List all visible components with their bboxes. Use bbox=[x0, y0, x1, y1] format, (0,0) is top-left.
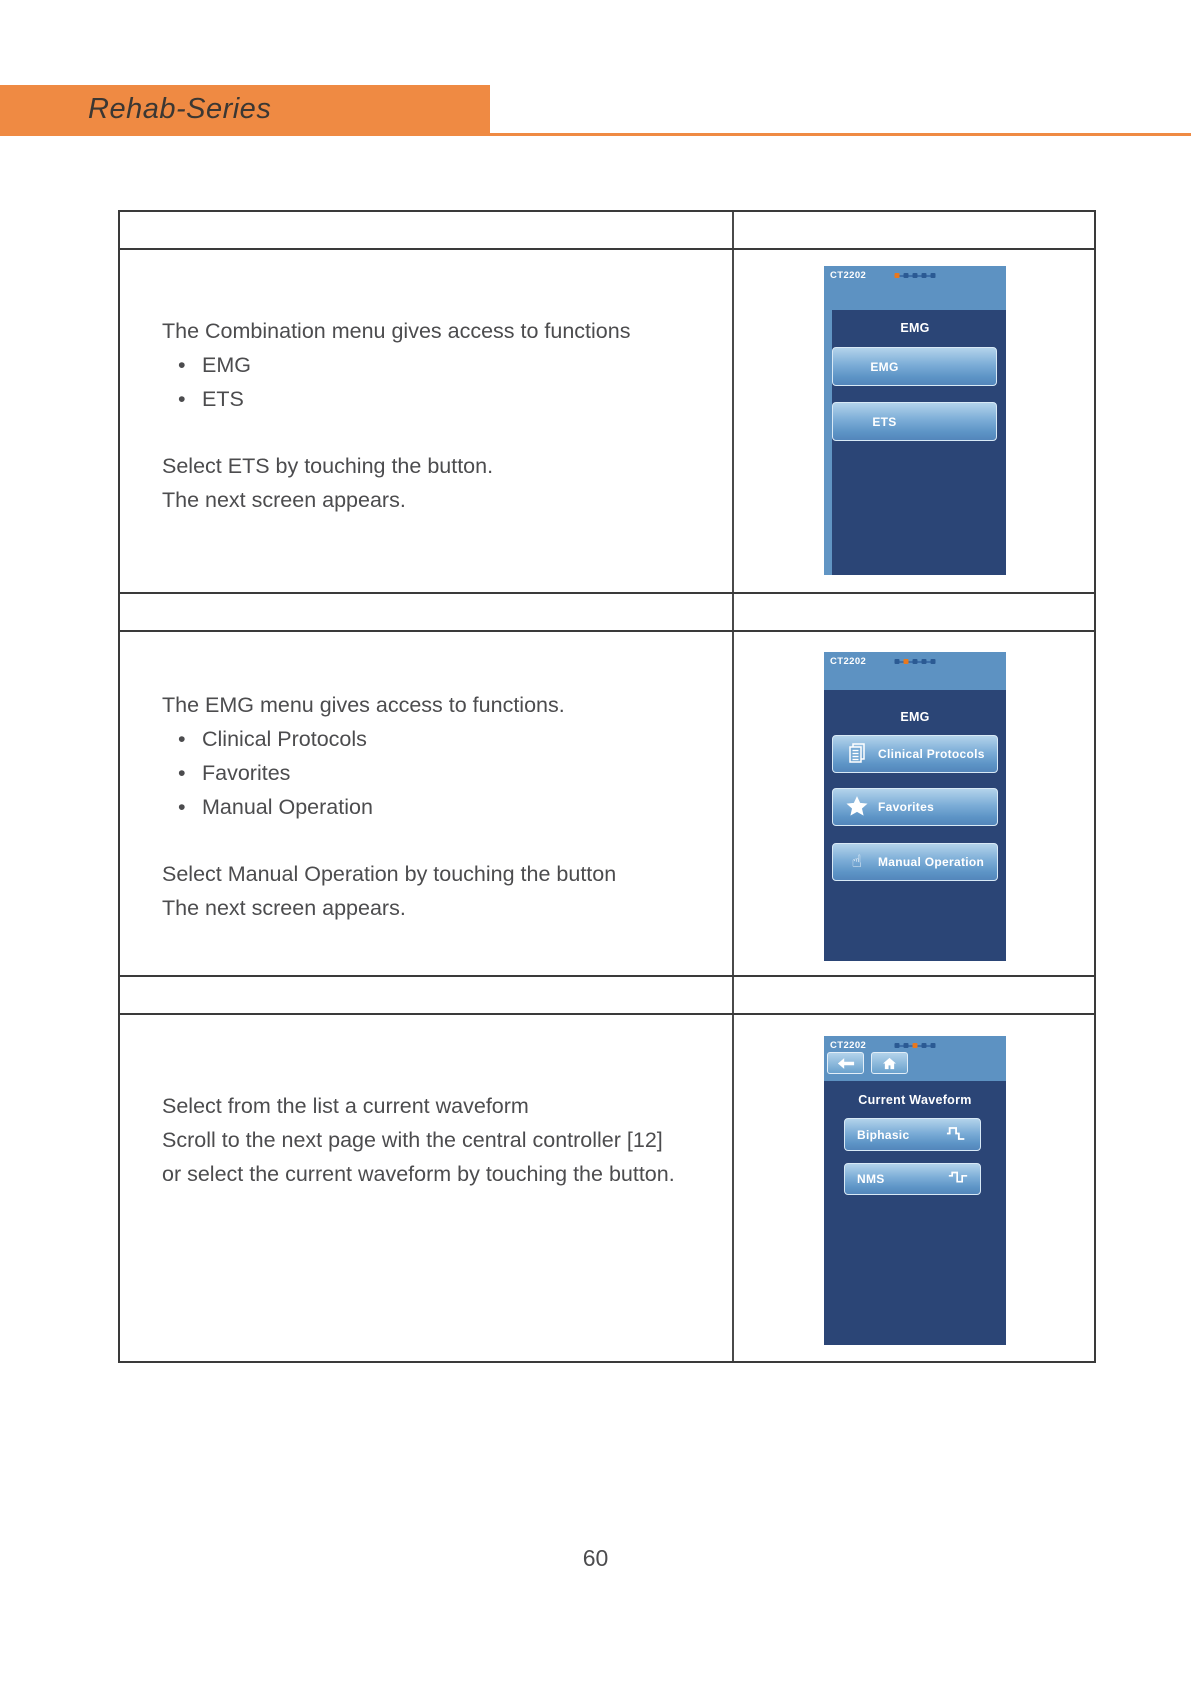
screenshot-cell: CT2202 bbox=[734, 1015, 1094, 1361]
instruction-cell: Select from the list a current waveform … bbox=[120, 1015, 734, 1361]
bullet-list: Clinical Protocols Favorites Manual Oper… bbox=[162, 722, 712, 824]
table-spacer-row bbox=[120, 594, 1094, 632]
screen-title: EMG bbox=[900, 321, 930, 335]
clinical-protocols-button[interactable]: Clinical Protocols bbox=[832, 735, 998, 773]
instruction-line: or select the current waveform by touchi… bbox=[162, 1162, 675, 1186]
device-model-label: CT2202 bbox=[830, 1040, 867, 1051]
biphasic-waveform-icon bbox=[946, 1126, 968, 1144]
bullet-item: Favorites bbox=[162, 756, 712, 790]
device-screenshot-emg-ets: CT2202 EMG EMG ETS bbox=[824, 266, 1006, 575]
instruction-line: Select from the list a current waveform bbox=[162, 1094, 529, 1118]
nms-button[interactable]: NMS bbox=[844, 1163, 981, 1195]
favorites-button[interactable]: Favorites bbox=[832, 788, 998, 826]
brand-banner: Rehab-Series bbox=[0, 85, 490, 133]
device-screenshot-current-waveform: CT2202 bbox=[824, 1036, 1006, 1345]
screen-title: Current Waveform bbox=[858, 1093, 972, 1107]
row-intro: The EMG menu gives access to functions. bbox=[162, 693, 565, 717]
table-row: Select from the list a current waveform … bbox=[120, 1015, 1094, 1361]
instruction-table: The Combination menu gives access to fun… bbox=[118, 210, 1096, 1363]
back-button[interactable] bbox=[827, 1052, 864, 1074]
action-text: Select Manual Operation by touching the … bbox=[162, 862, 617, 886]
instruction-line: Scroll to the next page with the central… bbox=[162, 1128, 663, 1152]
home-button[interactable] bbox=[871, 1052, 908, 1074]
ets-button[interactable]: ETS bbox=[832, 402, 997, 441]
brand-title: Rehab-Series bbox=[88, 93, 272, 125]
step-indicator bbox=[894, 273, 936, 278]
device-screen-header: CT2202 bbox=[824, 266, 1006, 310]
action-text: Select ETS by touching the button. bbox=[162, 454, 494, 478]
star-icon bbox=[842, 794, 872, 820]
page-number: 60 bbox=[582, 1545, 609, 1571]
device-screen-header: CT2202 bbox=[824, 652, 1006, 690]
instruction-cell: The Combination menu gives access to fun… bbox=[120, 250, 734, 592]
clinical-protocols-icon bbox=[842, 742, 872, 766]
step-indicator bbox=[894, 1043, 936, 1048]
screenshot-cell: CT2202 EMG EMG ETS bbox=[734, 250, 1094, 592]
hand-icon: ☝ bbox=[851, 851, 863, 872]
home-icon bbox=[883, 1057, 896, 1069]
device-screen-header: CT2202 bbox=[824, 1036, 1006, 1081]
device-model-label: CT2202 bbox=[830, 656, 867, 667]
device-screenshot-emg-menu: CT2202 EMG bbox=[824, 652, 1006, 961]
table-header-row bbox=[120, 212, 1094, 250]
table-row: The Combination menu gives access to fun… bbox=[120, 250, 1094, 594]
header-cell-text bbox=[120, 212, 734, 248]
header-cell-image bbox=[734, 212, 1094, 248]
action-text: The next screen appears. bbox=[162, 488, 406, 512]
bullet-item: Manual Operation bbox=[162, 790, 712, 824]
table-spacer-row bbox=[120, 977, 1094, 1015]
action-text: The next screen appears. bbox=[162, 896, 406, 920]
step-indicator bbox=[894, 659, 936, 664]
manual-operation-button[interactable]: ☝ Manual Operation bbox=[832, 843, 998, 881]
back-icon bbox=[837, 1057, 854, 1069]
bullet-item: Clinical Protocols bbox=[162, 722, 712, 756]
bullet-list: EMG ETS bbox=[162, 348, 712, 416]
banner-rule bbox=[0, 133, 1191, 136]
bullet-item: EMG bbox=[162, 348, 712, 382]
screenshot-cell: CT2202 EMG bbox=[734, 632, 1094, 975]
emg-button[interactable]: EMG bbox=[832, 347, 997, 386]
table-row: The EMG menu gives access to functions. … bbox=[120, 632, 1094, 977]
instruction-cell: The EMG menu gives access to functions. … bbox=[120, 632, 734, 975]
screen-title: EMG bbox=[900, 710, 930, 724]
device-model-label: CT2202 bbox=[830, 270, 867, 281]
bullet-item: ETS bbox=[162, 382, 712, 416]
nms-waveform-icon bbox=[948, 1170, 968, 1188]
row-intro: The Combination menu gives access to fun… bbox=[162, 319, 631, 343]
biphasic-button[interactable]: Biphasic bbox=[844, 1118, 981, 1151]
